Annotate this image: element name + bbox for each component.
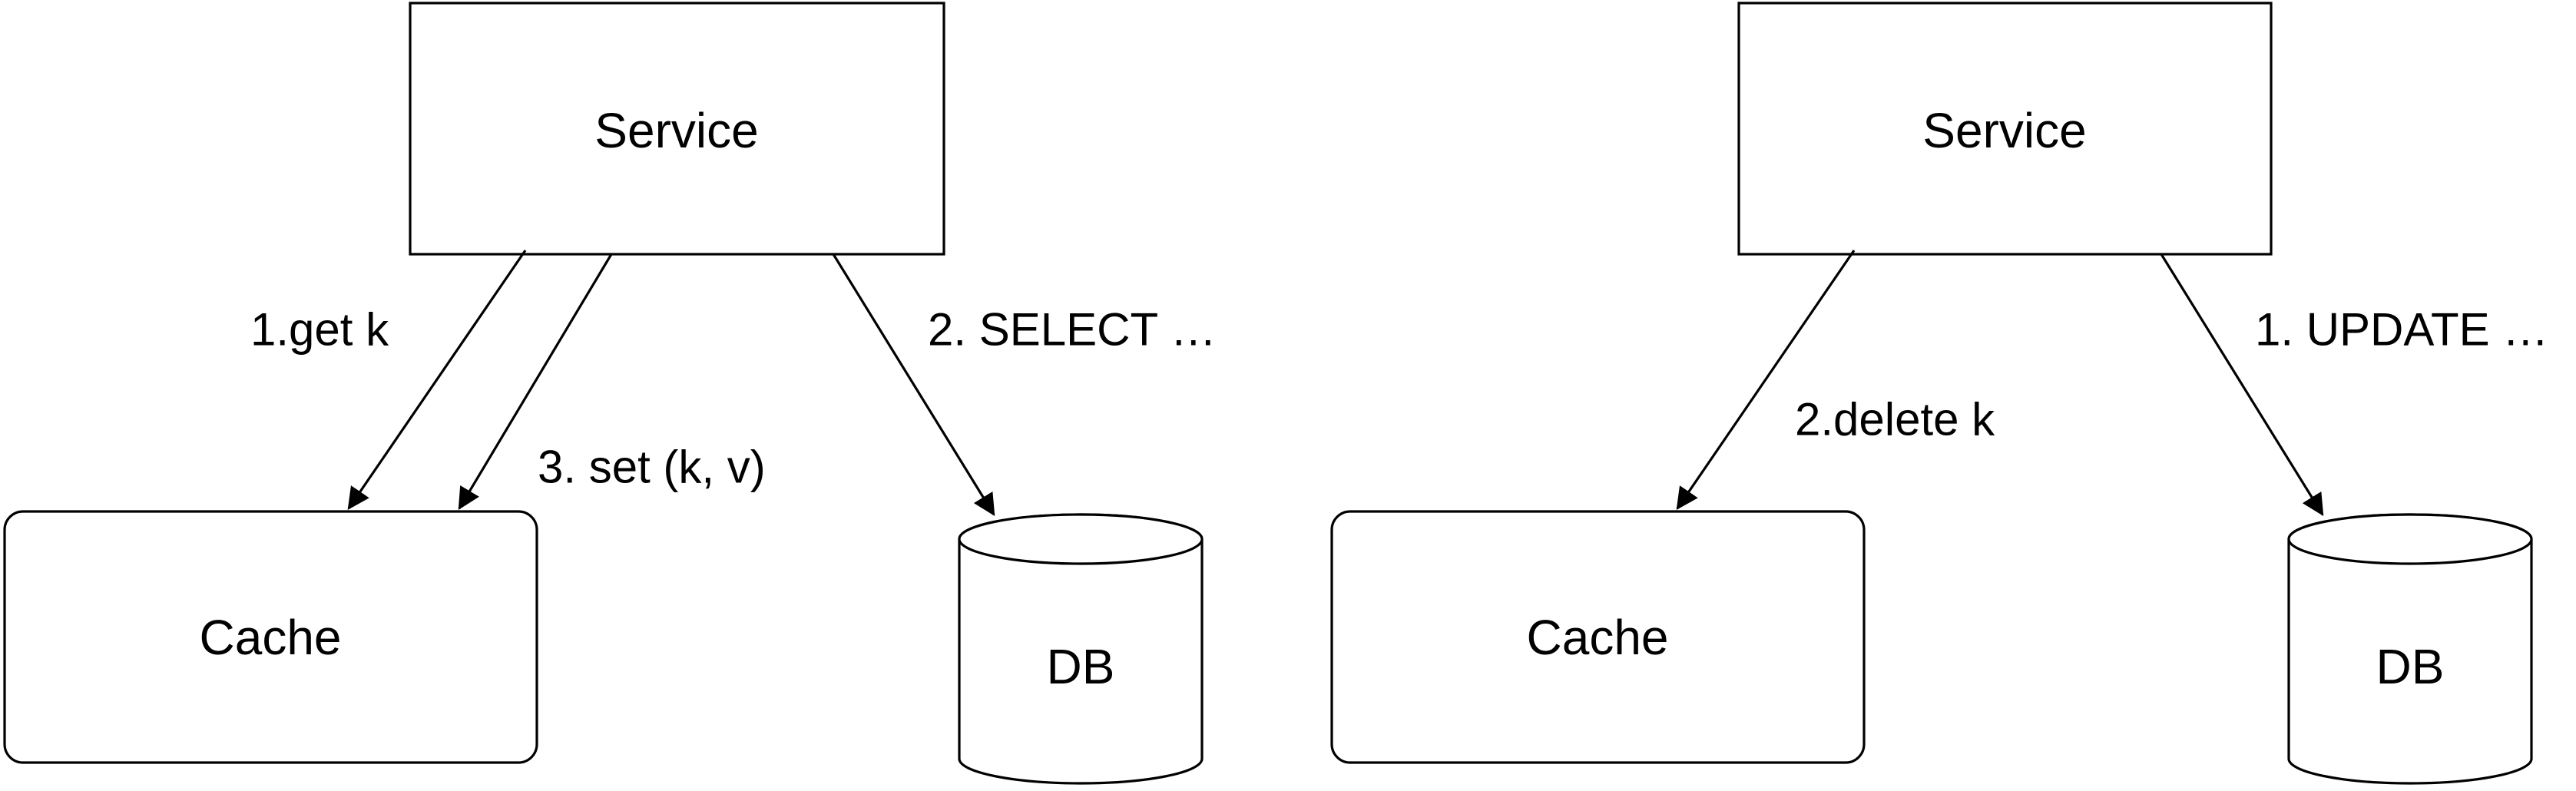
select-arrow — [832, 253, 995, 517]
db-label-right: DB — [2376, 639, 2445, 694]
service-box-left — [409, 2, 945, 256]
db-node-right: DB — [2287, 513, 2533, 785]
db-label-left: DB — [1047, 639, 1115, 694]
read-path-diagram: Service Cache DB 1.get k 3. set (k, v) 2… — [3, 2, 1217, 785]
service-node-left: Service — [409, 2, 945, 256]
service-label-left: Service — [594, 103, 758, 158]
get-arrow — [347, 250, 527, 510]
update-label: 1. UPDATE … — [2255, 304, 2548, 356]
service-node-right: Service — [1737, 2, 2273, 256]
cache-label-right: Cache — [1527, 610, 1669, 665]
db-node-left: DB — [958, 513, 1204, 785]
db-cylinder-top-right — [2287, 513, 2533, 565]
db-cylinder-top-left — [958, 513, 1204, 565]
cache-node-left: Cache — [3, 510, 538, 764]
set-label: 3. set (k, v) — [538, 442, 766, 493]
cache-box-right — [1330, 510, 1866, 764]
service-box-right — [1737, 2, 2273, 256]
set-arrow — [458, 253, 613, 511]
write-path-diagram: Service Cache DB 2.delete k 1. UPDATE … — [1330, 2, 2548, 785]
delete-label: 2.delete k — [1795, 394, 1995, 445]
cache-label-left: Cache — [200, 610, 342, 665]
cache-node-right: Cache — [1330, 510, 1866, 764]
service-label-right: Service — [1922, 103, 2086, 158]
update-arrow — [2160, 253, 2324, 517]
select-label: 2. SELECT … — [928, 304, 1217, 356]
cache-box-left — [3, 510, 538, 764]
get-label: 1.get k — [250, 304, 389, 356]
delete-arrow — [1676, 250, 1856, 510]
